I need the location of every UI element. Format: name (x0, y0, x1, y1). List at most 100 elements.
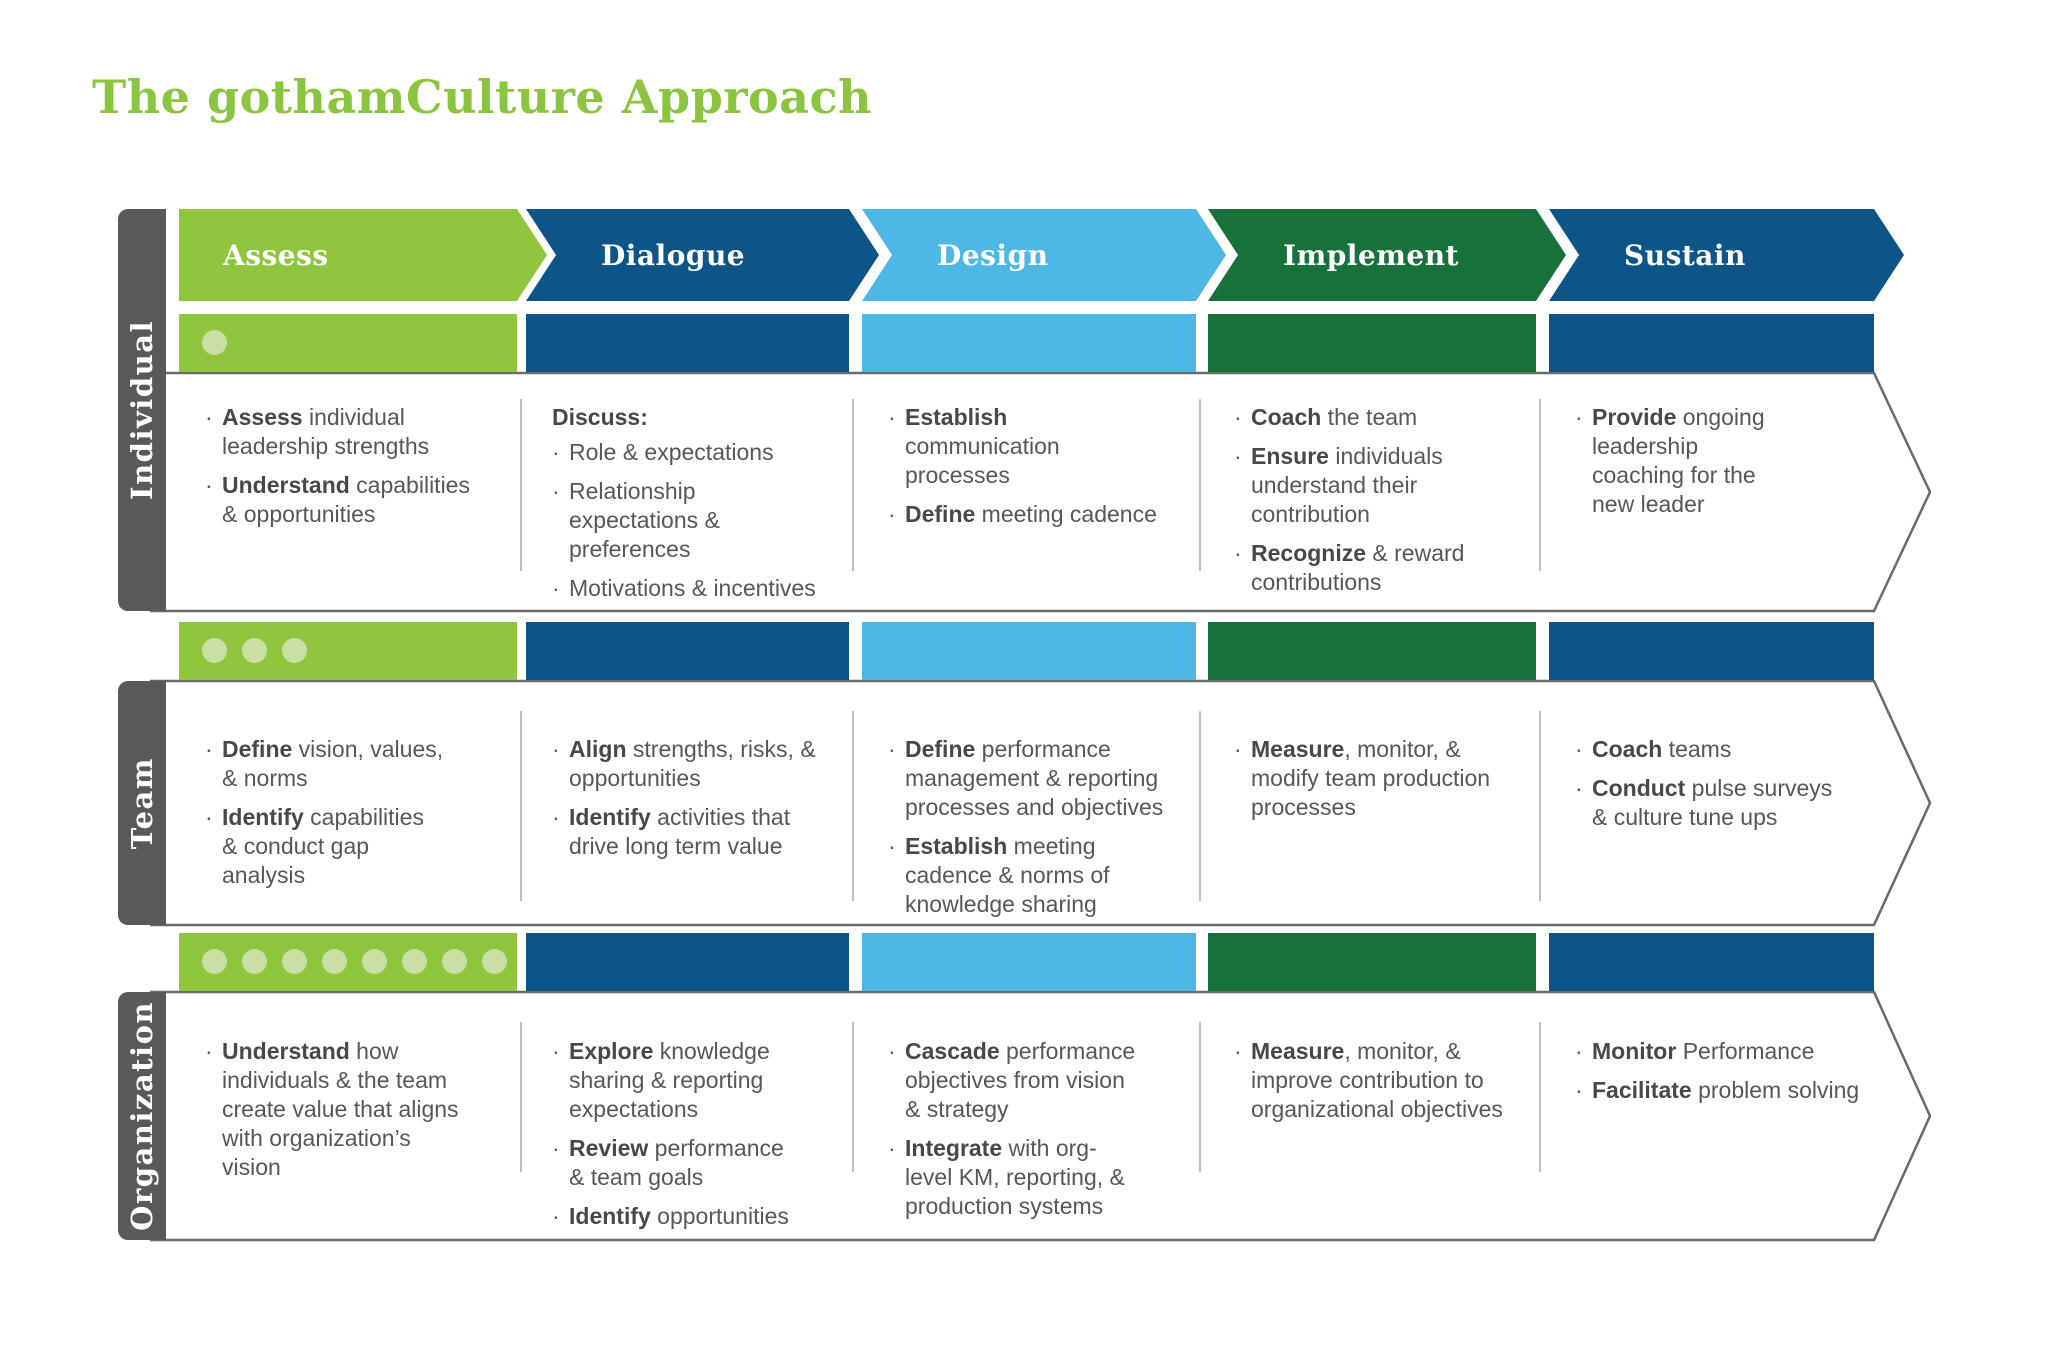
swimlane-label: Team (125, 756, 159, 850)
item-lead-word: Define (222, 736, 293, 762)
column-divider (1199, 1022, 1201, 1172)
cell-item: ·Ensure individuals understand their con… (1234, 442, 1506, 529)
bullet-dot: · (888, 1038, 896, 1064)
bullet-dot: · (1234, 540, 1242, 566)
item-text: vision, values, & norms (222, 736, 444, 791)
content-cell: ·Measure, monitor, & modify team product… (1234, 735, 1506, 832)
item-text: strengths, risks, & opportunities (569, 736, 816, 791)
item-lead-word: Facilitate (1592, 1077, 1692, 1103)
bullet-dot: · (205, 736, 213, 762)
bullet-dot: · (552, 804, 560, 830)
progress-dot (242, 949, 267, 974)
cell-item: ·Establish meeting cadence & norms of kn… (888, 832, 1166, 919)
item-text: individuals understand their contributio… (1251, 443, 1443, 527)
progress-dot (202, 949, 227, 974)
item-lead-word: Assess (222, 404, 303, 430)
bullet-dot: · (1234, 404, 1242, 430)
cell-item: ·Motivations & incentives (552, 574, 824, 603)
page-title: The gothamCulture Approach (92, 70, 872, 124)
cell-item: · Define vision, values, & norms (205, 735, 445, 793)
cell-item: ·Define performance management & reporti… (888, 735, 1166, 822)
phase-strip-implement (1208, 933, 1536, 991)
content-panel-individual (150, 371, 1932, 613)
content-cell: ·Assess individual leadership strengths·… (205, 403, 481, 539)
cell-item: ·Review performance & team goals (552, 1134, 800, 1192)
cell-item: ·Identify opportunities (552, 1202, 800, 1231)
column-divider (520, 1022, 522, 1172)
column-divider (1539, 711, 1541, 901)
cell-item: ·Coach teams (1575, 735, 1833, 764)
column-divider (520, 399, 522, 571)
content-cell: ·Monitor Performance·Facilitate problem … (1575, 1037, 1875, 1115)
cell-item: ·Recognize & reward contributions (1234, 539, 1506, 597)
column-divider (1199, 711, 1201, 901)
item-lead-word: Understand (222, 1038, 350, 1064)
column-divider (852, 399, 854, 571)
item-text: Performance (1676, 1038, 1815, 1064)
cell-item: ·Relationship expectations & preferences (552, 477, 824, 564)
item-text: Relationship expectations & preferences (569, 478, 720, 562)
progress-dot (402, 949, 427, 974)
item-text: ongoing leadership coaching for the new … (1592, 404, 1765, 517)
bullet-dot: · (888, 501, 896, 527)
swimlane-sidebar-individual: Individual (118, 209, 166, 611)
bullet-dot: · (1234, 1038, 1242, 1064)
column-divider (852, 1022, 854, 1172)
item-text: opportunities (650, 1203, 789, 1229)
cell-item: ·Coach the team (1234, 403, 1506, 432)
progress-dots (202, 330, 227, 355)
item-lead-word: Cascade (905, 1038, 1000, 1064)
phase-strip-assess (179, 622, 517, 680)
item-lead-word: Explore (569, 1038, 654, 1064)
column-divider (1539, 399, 1541, 571)
item-text: , monitor, & modify team production proc… (1251, 736, 1491, 820)
item-lead-word: Establish (905, 833, 1008, 859)
cell-item: · Facilitate problem solving (1575, 1076, 1875, 1105)
item-lead-word: Establish (905, 404, 1008, 430)
phase-strip-dialogue (526, 314, 849, 372)
cell-item: ·Role & expectations (552, 438, 824, 467)
item-text: performance management & reporting proce… (905, 736, 1164, 820)
content-cell: · Define vision, values, & norms · Identify… (205, 735, 445, 900)
phase-arrow-label: Implement (1283, 239, 1459, 272)
progress-dot (442, 949, 467, 974)
phase-strip-design (862, 314, 1196, 372)
item-text: problem solving (1691, 1077, 1860, 1103)
bullet-dot: · (1575, 1077, 1583, 1103)
bullet-dot: · (552, 736, 560, 762)
item-lead-word: Align (569, 736, 627, 762)
content-cell: ·Coach the team ·Ensure individuals under… (1234, 403, 1506, 607)
column-divider (1539, 1022, 1541, 1172)
swimlane-sidebar-team: Team (118, 681, 166, 925)
item-lead-word: Understand (222, 472, 350, 498)
cell-item: ·Conduct pulse surveys & culture tune up… (1575, 774, 1833, 832)
bullet-dot: · (1234, 443, 1242, 469)
bullet-dot: · (888, 404, 896, 430)
bullet-dot: · (552, 575, 560, 601)
column-divider (852, 711, 854, 901)
cell-item: ·Explore knowledge sharing & reporting e… (552, 1037, 800, 1124)
content-cell: · Cascade performance objectives from vis… (888, 1037, 1140, 1231)
phase-strip-implement (1208, 622, 1536, 680)
phase-arrow-label: Sustain (1624, 239, 1746, 272)
column-divider (520, 711, 522, 901)
cell-item: ·Establish communication processes (888, 403, 1166, 490)
item-text: performance objectives from vision & str… (905, 1038, 1136, 1122)
item-lead-word: Review (569, 1135, 649, 1161)
item-lead-word: Define (905, 501, 976, 527)
item-text: activities that drive long term value (569, 804, 791, 859)
item-lead-word: Identify (222, 804, 304, 830)
bullet-dot: · (205, 404, 213, 430)
item-text: how individuals & the team create value … (222, 1038, 459, 1180)
bullet-dot: · (888, 736, 896, 762)
phase-strip-design (862, 933, 1196, 991)
phase-arrow-sustain: Sustain (1549, 209, 1904, 301)
item-text: teams (1662, 736, 1732, 762)
progress-dots (202, 949, 507, 974)
phase-arrow-label: Assess (223, 239, 329, 272)
phase-strip-implement (1208, 314, 1536, 372)
content-panel-organization (150, 990, 1932, 1242)
bullet-dot: · (205, 804, 213, 830)
item-text: with org-level KM, reporting, & producti… (905, 1135, 1125, 1219)
